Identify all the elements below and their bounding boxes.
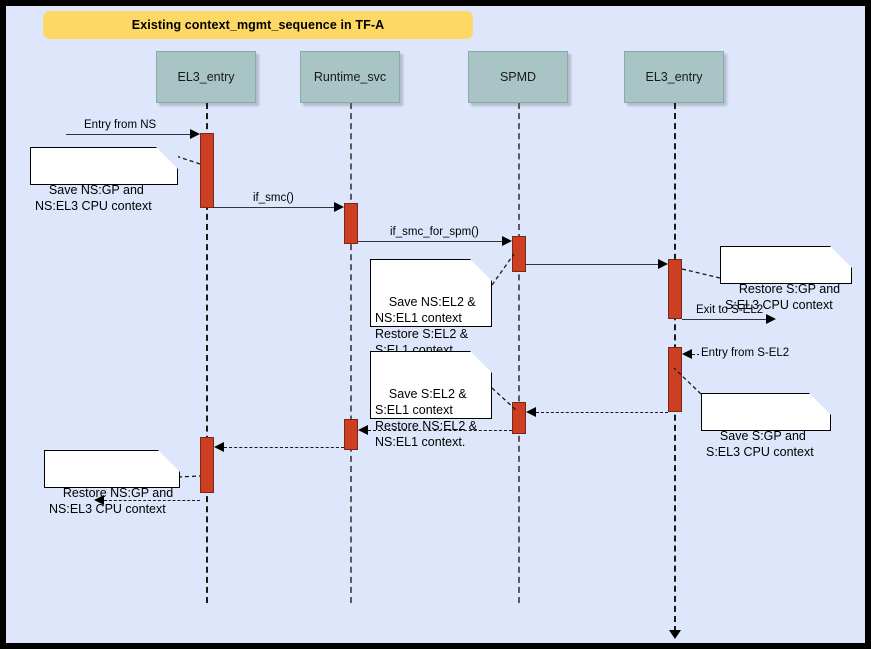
activation-bar-el3-entry-left-1 [200,133,214,208]
note-save-s-gp: Save S:GP and S:EL3 CPU context [701,393,831,459]
lifeline-head-el3-entry-right[interactable]: EL3_entry [624,51,724,103]
lifeline-stem-el3-entry-left [206,103,208,603]
lifeline-label: SPMD [499,70,537,84]
note-save-s-el2: Save S:EL2 & S:EL1 context Restore NS:EL… [370,351,492,449]
note-fold-corner-icon [809,393,831,415]
note-save-ns-gp: Save NS:GP and NS:EL3 CPU context [30,147,178,213]
lifeline-label: Runtime_svc [313,70,387,84]
note-connector-n6 [177,475,201,478]
activation-bar-spmd-2 [512,402,526,434]
note-text: Restore NS:GP and NS:EL3 CPU context [49,486,174,516]
arrowhead-icon-el3-entry-right-to-spmd [526,407,536,417]
message-label-if-smc: if_smc() [251,192,296,204]
note-fold-corner-icon [830,246,852,268]
arrowhead-icon-spmd-to-el3-entry-right [658,259,668,269]
note-fold-corner-icon [158,450,180,472]
diagram-title: Existing context_mgmt_sequence in TF-A [131,18,385,32]
note-save-ns-el2: Save NS:EL2 & NS:EL1 context Restore S:E… [370,259,492,357]
lifeline-head-el3-entry-left[interactable]: EL3_entry [156,51,256,103]
message-line-spmd-to-runtime-svc [368,430,512,431]
arrowhead-icon-entry-from-ns [190,129,200,139]
lifeline-label: EL3_entry [177,70,235,84]
activation-bar-spmd-1 [512,236,526,272]
arrowhead-icon-el3-entry-left-exit [94,495,104,505]
note-restore-s-gp: Restore S:GP and S:EL3 CPU context [720,246,852,312]
lifeline-label: EL3_entry [645,70,703,84]
diagram-canvas: Existing context_mgmt_sequence in TF-A E… [6,6,865,643]
note-text: Save NS:GP and NS:EL3 CPU context [35,183,152,213]
message-line-exit-to-s-el2 [682,319,768,320]
arrowhead-icon-if-smc-for-spm [502,236,512,246]
lifeline-stem-spmd [518,103,520,603]
message-line-el3-entry-right-to-spmd [536,412,668,413]
note-fold-corner-icon [470,259,492,281]
note-restore-ns-gp: Restore NS:GP and NS:EL3 CPU context [44,450,180,516]
arrowhead-icon-runtime-svc-to-el3-entry-left [214,442,224,452]
arrowhead-icon-spmd-to-runtime-svc [358,425,368,435]
message-line-spmd-to-el3-entry-right [526,264,660,265]
note-connector-n2 [491,253,515,286]
arrowhead-icon-exit-to-s-el2 [766,314,776,324]
activation-bar-runtime-svc-1 [344,203,358,244]
activation-bar-el3-entry-right-1 [668,259,682,319]
message-label-entry-from-s-el2: Entry from S-EL2 [699,347,792,359]
activation-bar-runtime-svc-2 [344,419,358,450]
note-text: Save S:GP and S:EL3 CPU context [706,429,814,459]
message-line-if-smc-for-spm [358,241,504,242]
message-label-exit-to-s-el2: Exit to S-EL2 [694,304,766,316]
activation-bar-el3-entry-right-2 [668,347,682,412]
lifeline-end-arrow-icon [669,630,681,639]
lifeline-head-spmd[interactable]: SPMD [468,51,568,103]
note-connector-n3 [681,268,721,279]
message-line-runtime-svc-to-el3-entry-left [224,447,344,448]
note-text: Restore S:GP and S:EL3 CPU context [725,282,841,312]
lifeline-stem-runtime-svc [350,103,352,603]
message-line-el3-entry-left-exit [104,500,200,501]
arrowhead-icon-entry-from-s-el2 [682,349,692,359]
message-line-entry-from-ns [66,134,192,135]
arrowhead-icon-if-smc [334,202,344,212]
lifeline-head-runtime-svc[interactable]: Runtime_svc [300,51,400,103]
note-fold-corner-icon [470,351,492,373]
activation-bar-el3-entry-left-2 [200,437,214,493]
message-line-if-smc [214,207,336,208]
note-text: Save NS:EL2 & NS:EL1 context Restore S:E… [375,295,476,357]
note-text: Save S:EL2 & S:EL1 context Restore NS:EL… [375,387,478,449]
message-label-if-smc-for-spm: if_smc_for_spm() [388,226,481,238]
message-label-entry-from-ns: Entry from NS [82,119,159,131]
diagram-title-banner: Existing context_mgmt_sequence in TF-A [43,11,473,39]
note-fold-corner-icon [156,147,178,169]
